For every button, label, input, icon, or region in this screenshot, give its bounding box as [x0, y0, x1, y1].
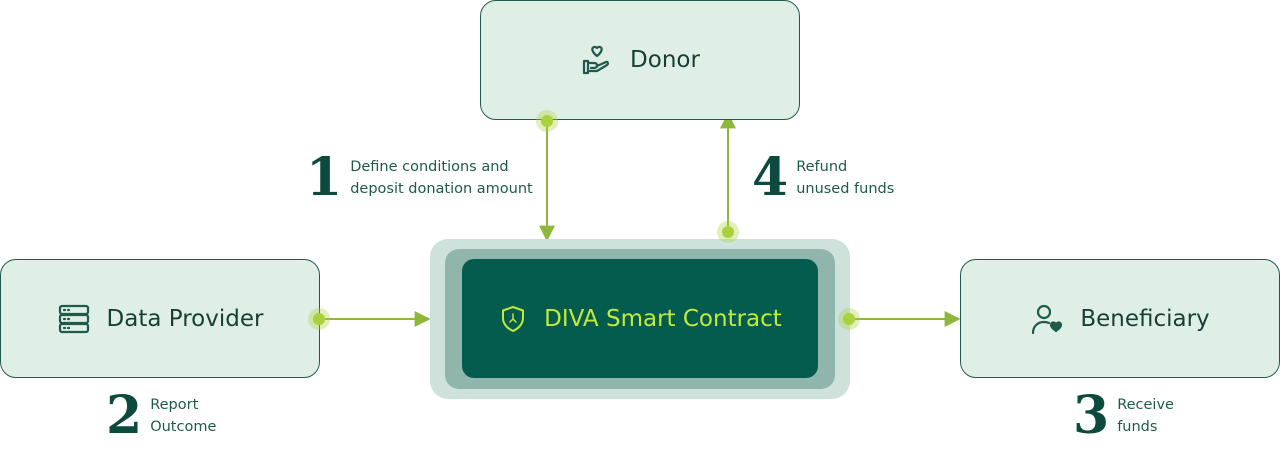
- server-stack-icon: [57, 302, 91, 336]
- step-number: 4: [752, 147, 789, 208]
- data-provider-node: Data Provider: [0, 259, 320, 378]
- user-heart-icon: [1030, 302, 1064, 336]
- step-text-line: unused funds: [796, 181, 895, 197]
- shield-icon: [498, 304, 528, 334]
- step-text: Receive funds: [1117, 390, 1174, 438]
- dot-contract-right: [838, 308, 860, 330]
- step-3-label: 3 Receive funds: [1073, 390, 1174, 442]
- beneficiary-node: Beneficiary: [960, 259, 1280, 378]
- step-number: 1: [306, 147, 343, 208]
- beneficiary-label: Beneficiary: [1080, 305, 1210, 332]
- dot-contract-top: [717, 221, 739, 243]
- step-4-label: 4 Refund unused funds: [752, 152, 894, 204]
- donor-label: Donor: [630, 47, 700, 73]
- donor-node: Donor: [480, 0, 800, 120]
- hand-heart-icon: [580, 43, 614, 77]
- step-text-line: Outcome: [150, 419, 217, 435]
- step-text-line: Receive: [1117, 397, 1174, 413]
- data-provider-label: Data Provider: [106, 305, 264, 332]
- step-text: Report Outcome: [150, 390, 216, 438]
- step-number: 2: [106, 385, 143, 446]
- contract-label: DIVA Smart Contract: [544, 305, 782, 332]
- step-text-line: Define conditions and: [350, 159, 509, 175]
- step-text-line: Report: [150, 397, 199, 413]
- step-text: Define conditions and deposit donation a…: [350, 152, 533, 200]
- step-2-label: 2 Report Outcome: [106, 390, 216, 442]
- dot-provider-right: [308, 308, 330, 330]
- step-text-line: deposit donation amount: [350, 181, 533, 197]
- step-text-line: Refund: [796, 159, 848, 175]
- step-number: 3: [1073, 385, 1110, 446]
- step-1-label: 1 Define conditions and deposit donation…: [306, 152, 533, 204]
- step-text-line: funds: [1117, 419, 1158, 435]
- dot-donor-bottom: [536, 110, 558, 132]
- contract-node: DIVA Smart Contract: [462, 259, 818, 378]
- step-text: Refund unused funds: [796, 152, 894, 200]
